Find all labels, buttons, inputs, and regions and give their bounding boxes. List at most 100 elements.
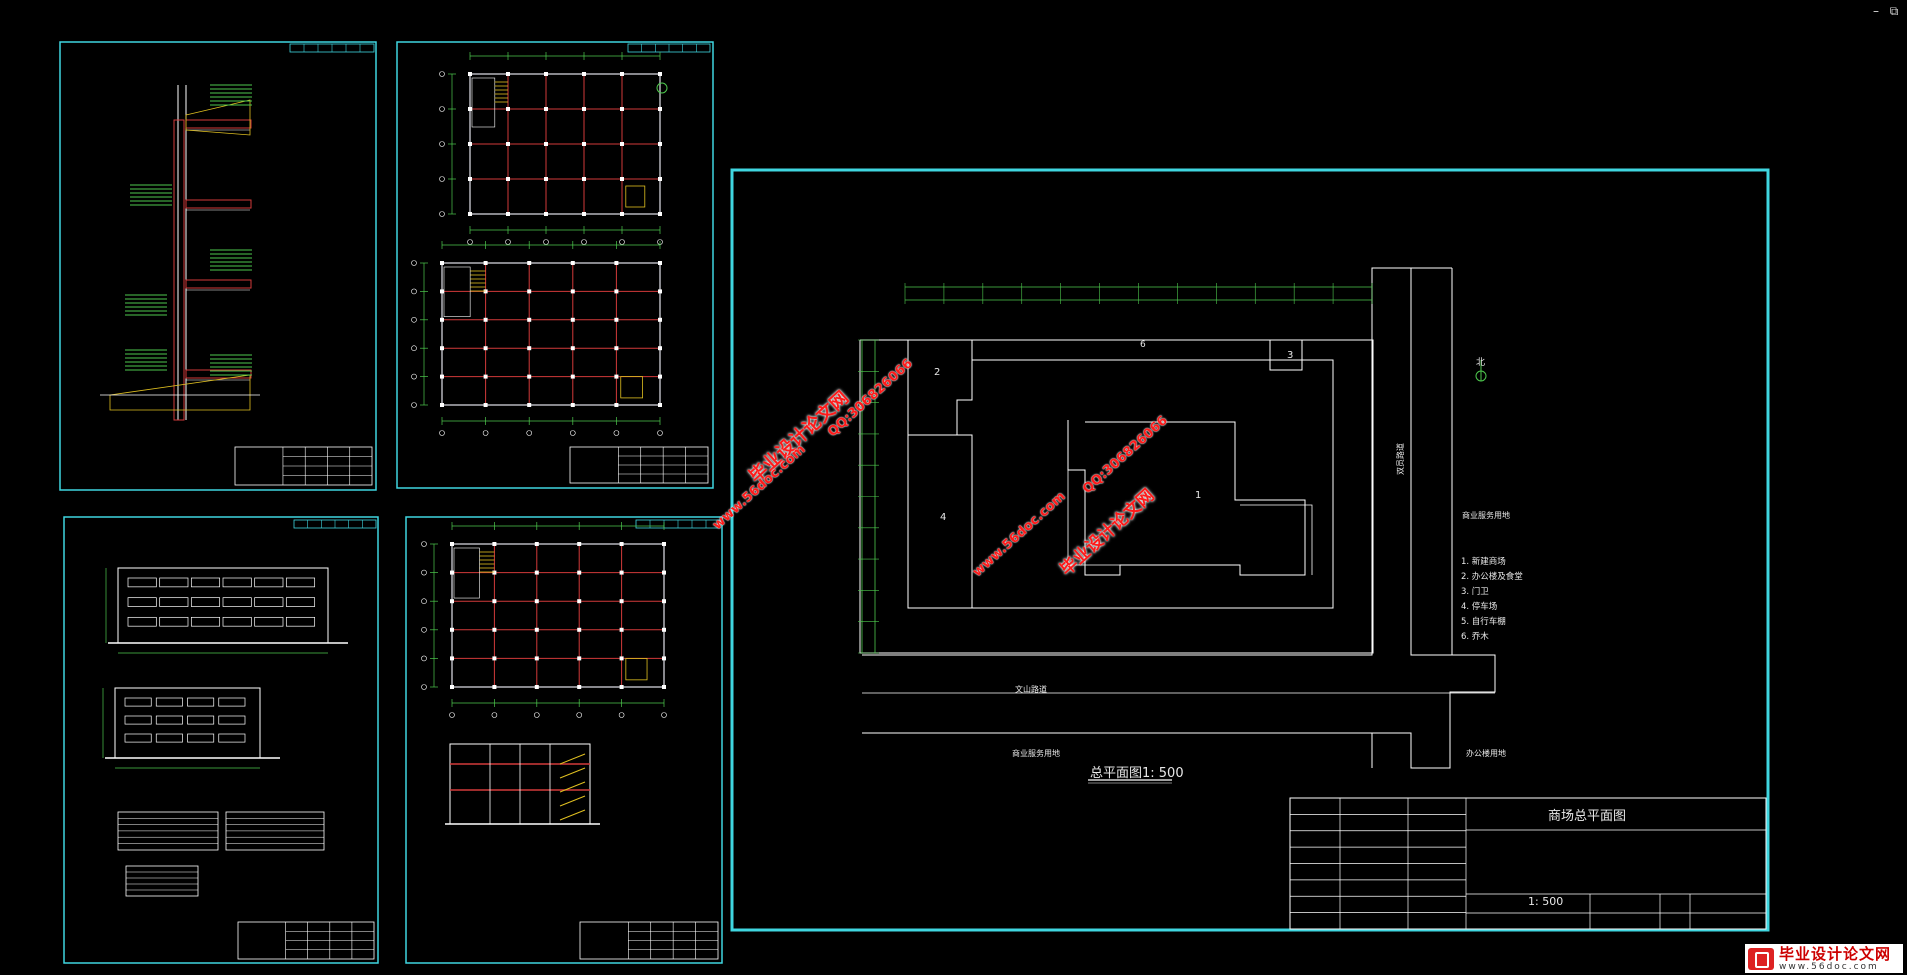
plan-column [544, 72, 548, 76]
axis-bubble [439, 430, 445, 436]
area-table [125, 865, 199, 897]
plan-column [506, 142, 510, 146]
plan-column [492, 542, 497, 546]
stair [625, 185, 646, 208]
window [285, 597, 316, 607]
axis-bubble [411, 373, 417, 380]
plan-column [619, 570, 624, 575]
building-label-6: 6 [1140, 340, 1146, 350]
plan-column [620, 72, 624, 76]
zone-label-southeast: 办公楼用地 [1466, 749, 1506, 758]
slab [185, 369, 252, 379]
plan-column [483, 403, 488, 407]
plan-column [577, 685, 582, 689]
legend-item: 6. 乔木 [1461, 632, 1489, 642]
plan-column [662, 627, 666, 632]
plan-column [658, 177, 662, 181]
plan-column [658, 142, 662, 146]
title-block-scale: 1: 500 [1528, 895, 1564, 908]
plan-column [492, 627, 497, 632]
minimize-button[interactable]: – [1873, 4, 1879, 18]
site-logo[interactable]: 毕业设计论文网 www.56doc.com [1745, 944, 1903, 973]
plan-column [527, 374, 532, 379]
axis-bubble [613, 430, 620, 436]
site-court [972, 359, 1334, 609]
logo-name: 毕业设计论文网 [1779, 944, 1892, 963]
window [218, 697, 246, 707]
plan-column [577, 599, 582, 604]
plan-column [492, 570, 497, 575]
window [190, 616, 221, 627]
plan-column [570, 403, 575, 407]
sheet-frame [63, 516, 379, 964]
plan-column [570, 261, 575, 265]
window [222, 597, 252, 607]
axis-bubble [581, 239, 587, 245]
plan-room [453, 547, 480, 599]
plan-column [534, 599, 539, 604]
plan-column [492, 656, 497, 661]
axis-bubble [491, 712, 498, 718]
zone-label-east: 商业服务用地 [1462, 511, 1510, 520]
plan-column [492, 685, 497, 689]
plan-column [658, 374, 662, 379]
plan-column [577, 627, 582, 632]
axis-bubble [421, 655, 427, 662]
plan-column [662, 542, 666, 546]
road-label-south: 文山路道 [1015, 685, 1047, 694]
plan-column [440, 403, 444, 407]
window [155, 715, 183, 725]
plan-column [483, 346, 488, 351]
axis-bubble [411, 345, 417, 352]
window [190, 577, 221, 588]
plan-column [577, 570, 582, 575]
logo-url: www.56doc.com [1779, 961, 1879, 972]
restore-button[interactable]: ⧉ [1889, 4, 1899, 18]
legend-item: 2. 办公楼及食堂 [1461, 572, 1523, 582]
plan-column [534, 685, 539, 689]
plan-column [450, 570, 454, 575]
plan-column [582, 107, 586, 111]
plan-column [620, 107, 624, 111]
plan-column [534, 627, 539, 632]
slab [185, 279, 252, 289]
window [190, 597, 221, 607]
logo-icon [1748, 947, 1774, 970]
plan-column [450, 542, 454, 546]
plan-column [534, 570, 539, 575]
plan-column [440, 374, 444, 379]
window [127, 616, 157, 627]
window [187, 697, 215, 707]
plan-column [658, 317, 662, 322]
axis-bubble [569, 430, 576, 436]
plan-column [619, 685, 624, 689]
axis-bubble [618, 712, 625, 718]
title-block-drawing-name: 商场总平面图 [1548, 809, 1627, 824]
window [159, 597, 189, 607]
plan-column [582, 72, 586, 76]
zone-label-south: 商业服务用地 [1012, 749, 1060, 758]
window [218, 715, 246, 725]
sheet-site-plan [730, 168, 1770, 932]
window-controls: – ⧉ [1869, 4, 1901, 20]
window [124, 715, 152, 725]
plan-room [443, 266, 471, 318]
plan-column [527, 289, 532, 294]
plan-column [614, 317, 619, 322]
plan-column [483, 317, 488, 322]
slab [185, 119, 252, 129]
window [159, 577, 189, 588]
north-arrow [656, 82, 668, 94]
building-1-annex [1240, 504, 1313, 575]
stair [625, 658, 648, 681]
plan-column [620, 142, 624, 146]
window [187, 715, 215, 725]
plan-column [619, 599, 624, 604]
sheet-plan-section [405, 516, 723, 964]
sheet-frame [730, 168, 1770, 932]
site-plan-legend: 1. 新建商场 2. 办公楼及食堂 3. 门卫 4. 停车场 5. 自行车棚 6… [1461, 555, 1523, 645]
section-stair [559, 753, 586, 765]
sheet-frame [59, 41, 377, 491]
axis-bubble [439, 106, 445, 112]
